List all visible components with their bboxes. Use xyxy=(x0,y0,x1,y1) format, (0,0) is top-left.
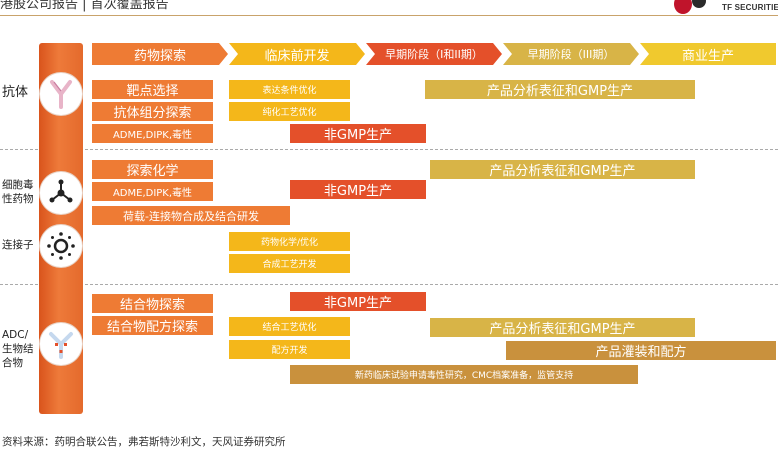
task-analysis-gmp-antibody: 产品分析表征和GMP生产 xyxy=(425,80,695,99)
task-payload-linker: 荷载-连接物合成及结合研发 xyxy=(92,206,290,225)
category-cytotoxic-label: 细胞毒性药物 xyxy=(2,179,34,205)
antibody-icon xyxy=(40,73,82,115)
molecule-icon xyxy=(40,172,82,214)
task-non-gmp-cytotoxic: 非GMP生产 xyxy=(290,180,426,199)
category-adc-label: ADC/生物结合物 xyxy=(2,329,34,369)
task-explore-chem: 探索化学 xyxy=(92,160,213,179)
row-separator xyxy=(0,149,778,150)
task-adme-cytotoxic: ADME,DIPK,毒性 xyxy=(92,182,213,201)
task-synth-dev: 合成工艺开发 xyxy=(229,254,350,273)
task-purification-opt: 纯化工艺优化 xyxy=(229,102,350,121)
task-med-chem: 药物化学/优化 xyxy=(229,232,350,251)
task-target-selection: 靶点选择 xyxy=(92,80,213,99)
task-conj-explore: 结合物探索 xyxy=(92,294,213,313)
row-separator xyxy=(0,284,778,285)
stage-preclinical: 临床前开发 xyxy=(229,43,365,65)
task-adme-antibody: ADME,DIPK,毒性 xyxy=(92,124,213,143)
logo-red-dot-icon xyxy=(674,0,692,14)
task-conj-process-opt: 结合工艺优化 xyxy=(229,317,350,336)
logo-text: TF SECURITIES xyxy=(722,3,778,12)
category-antibody-label: 抗体 xyxy=(2,85,29,100)
task-non-gmp-adc: 非GMP生产 xyxy=(290,292,426,311)
adc-icon xyxy=(40,323,82,365)
task-analysis-gmp-adc: 产品分析表征和GMP生产 xyxy=(430,318,695,337)
source-note: 资料来源：药明合联公告，弗若斯特沙利文，天风证券研究所 xyxy=(2,436,286,448)
category-linker-label: 连接子 xyxy=(2,239,34,251)
task-non-gmp-antibody: 非GMP生产 xyxy=(290,124,426,143)
task-ind-support: 新药临床试验申请毒性研究，CMC档案准备，监管支持 xyxy=(290,365,638,384)
stage-drug-discovery: 药物探索 xyxy=(92,43,228,65)
report-header-title: 港股公司报告 | 首次覆盖报告 xyxy=(0,0,169,12)
header-divider xyxy=(0,15,778,16)
linker-icon xyxy=(40,225,82,267)
logo-dark-dot-icon xyxy=(692,0,706,8)
task-antibody-component: 抗体组分探索 xyxy=(92,102,213,121)
stage-phase-3: 早期阶段（III期） xyxy=(503,43,639,65)
stage-commercial: 商业生产 xyxy=(640,43,776,65)
task-analysis-gmp-cytotoxic: 产品分析表征和GMP生产 xyxy=(430,160,695,179)
stage-early-phase-1-2: 早期阶段（I和II期） xyxy=(366,43,502,65)
task-expression-opt: 表达条件优化 xyxy=(229,80,350,99)
task-conj-formula: 结合物配方探索 xyxy=(92,316,213,335)
task-fill-formula: 产品灌装和配方 xyxy=(506,341,776,360)
task-formula-dev: 配方开发 xyxy=(229,340,350,359)
